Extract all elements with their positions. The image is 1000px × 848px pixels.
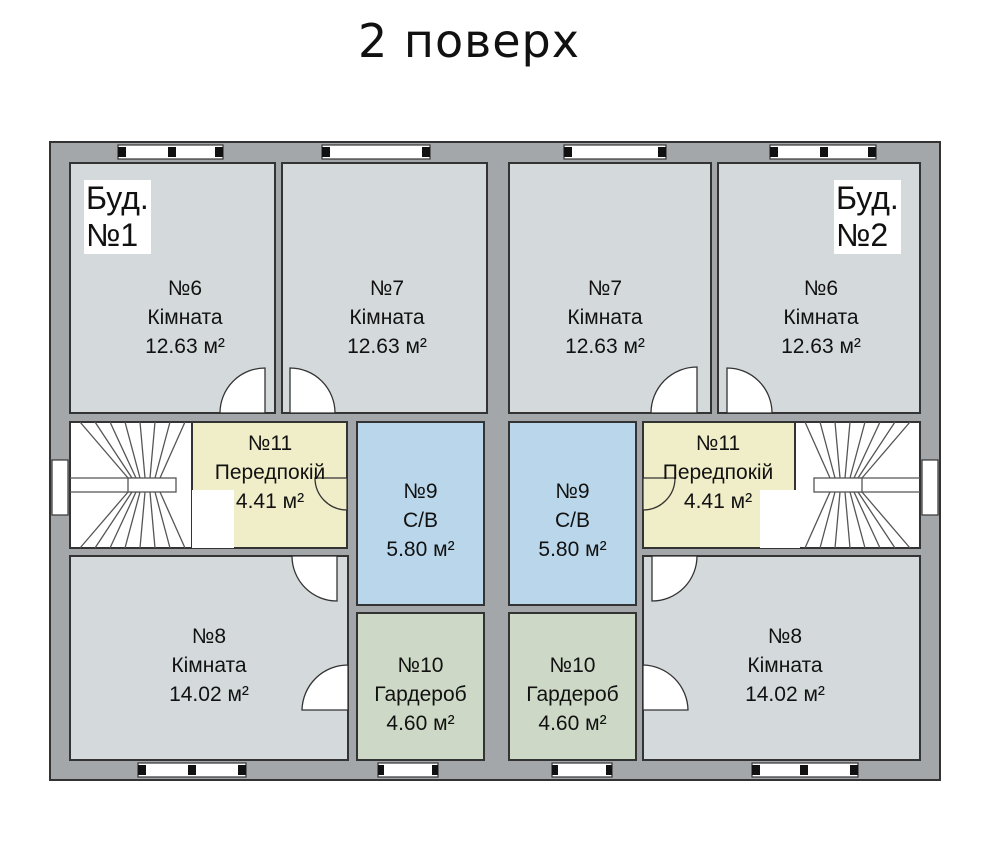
window-posts [118, 147, 876, 775]
ward-b1-10 [356, 612, 485, 761]
room-number: №9 [555, 480, 590, 503]
room-name: С/В [554, 509, 590, 532]
page-title: 2 поверх [358, 14, 580, 68]
room-number: №6 [167, 277, 203, 300]
room-area: 4.41 м² [683, 490, 753, 513]
room-name: Кімната [171, 654, 247, 677]
room-name: Кімната [783, 306, 859, 329]
room-name: Передпокій [662, 461, 774, 484]
room-area: 4.60 м² [386, 712, 455, 735]
room-area: 4.60 м² [538, 712, 607, 735]
building-1-line1: Буд. [86, 180, 149, 216]
room-number: №6 [803, 277, 839, 300]
room-number: №7 [369, 277, 405, 300]
room-number: №11 [695, 432, 741, 455]
room-name: Гардероб [526, 683, 619, 706]
ward-b2-10 [508, 612, 637, 761]
building-2-line1: Буд. [836, 180, 899, 216]
building-2-label: Буд. №2 [834, 180, 901, 254]
building-2-line2: №2 [836, 217, 889, 253]
room-number: №8 [767, 625, 803, 648]
room-name: Кімната [147, 306, 223, 329]
room-name: Кімната [567, 306, 643, 329]
room-area: 12.63 м² [781, 335, 861, 358]
room-area: 5.80 м² [538, 538, 607, 561]
room-b1-7 [281, 162, 488, 414]
building-1-label: Буд. №1 [84, 180, 151, 254]
room-name: Кімната [747, 654, 823, 677]
room-name: Передпокій [214, 461, 326, 484]
room-area: 4.41 м² [235, 490, 305, 513]
room-number: №7 [587, 277, 623, 300]
room-b1-8 [69, 555, 349, 761]
room-number: №8 [191, 625, 227, 648]
stair-steps-b2 [804, 421, 920, 549]
room-number: №10 [549, 654, 596, 677]
room-b2-8 [642, 555, 921, 761]
room-area: 14.02 м² [745, 683, 825, 706]
room-name: С/В [402, 509, 438, 532]
doors [219, 366, 773, 711]
room-area: 12.63 м² [145, 335, 225, 358]
room-area: 5.80 м² [386, 538, 455, 561]
room-number: №10 [397, 654, 444, 677]
room-name: Кімната [349, 306, 425, 329]
room-number: №11 [247, 432, 293, 455]
room-area: 12.63 м² [347, 335, 427, 358]
room-number: №9 [403, 480, 438, 503]
building-1-line2: №1 [86, 217, 139, 253]
room-area: 12.63 м² [565, 335, 645, 358]
bath-b1-9 [356, 421, 485, 606]
bath-b2-9 [508, 421, 637, 606]
room-area: 14.02 м² [169, 683, 249, 706]
stair-steps-b1 [70, 421, 186, 549]
room-b1-6 [69, 162, 276, 414]
room-name: Гардероб [374, 683, 467, 706]
